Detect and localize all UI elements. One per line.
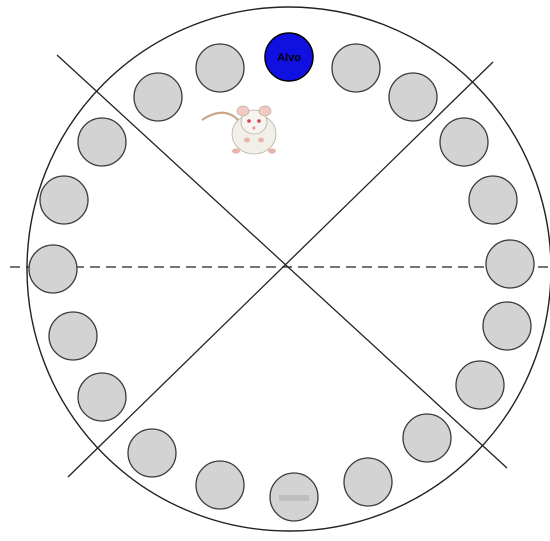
target-label: Alvo bbox=[277, 52, 301, 64]
hole bbox=[196, 461, 244, 509]
hole bbox=[128, 429, 176, 477]
hole bbox=[332, 44, 380, 92]
target-hole: Alvo bbox=[265, 33, 313, 81]
hole bbox=[344, 458, 392, 506]
hole bbox=[403, 414, 451, 462]
hole bbox=[196, 44, 244, 92]
hole bbox=[49, 312, 97, 360]
hole bbox=[440, 118, 488, 166]
hole bbox=[78, 118, 126, 166]
hole bbox=[29, 245, 77, 293]
hole bbox=[40, 176, 88, 224]
hole bbox=[483, 302, 531, 350]
hole bbox=[78, 373, 126, 421]
maze-arena bbox=[27, 7, 550, 531]
hole bbox=[134, 73, 182, 121]
hole bbox=[486, 240, 534, 288]
hole bbox=[389, 73, 437, 121]
hole bbox=[469, 176, 517, 224]
hole-mark bbox=[279, 495, 309, 501]
hole bbox=[456, 361, 504, 409]
